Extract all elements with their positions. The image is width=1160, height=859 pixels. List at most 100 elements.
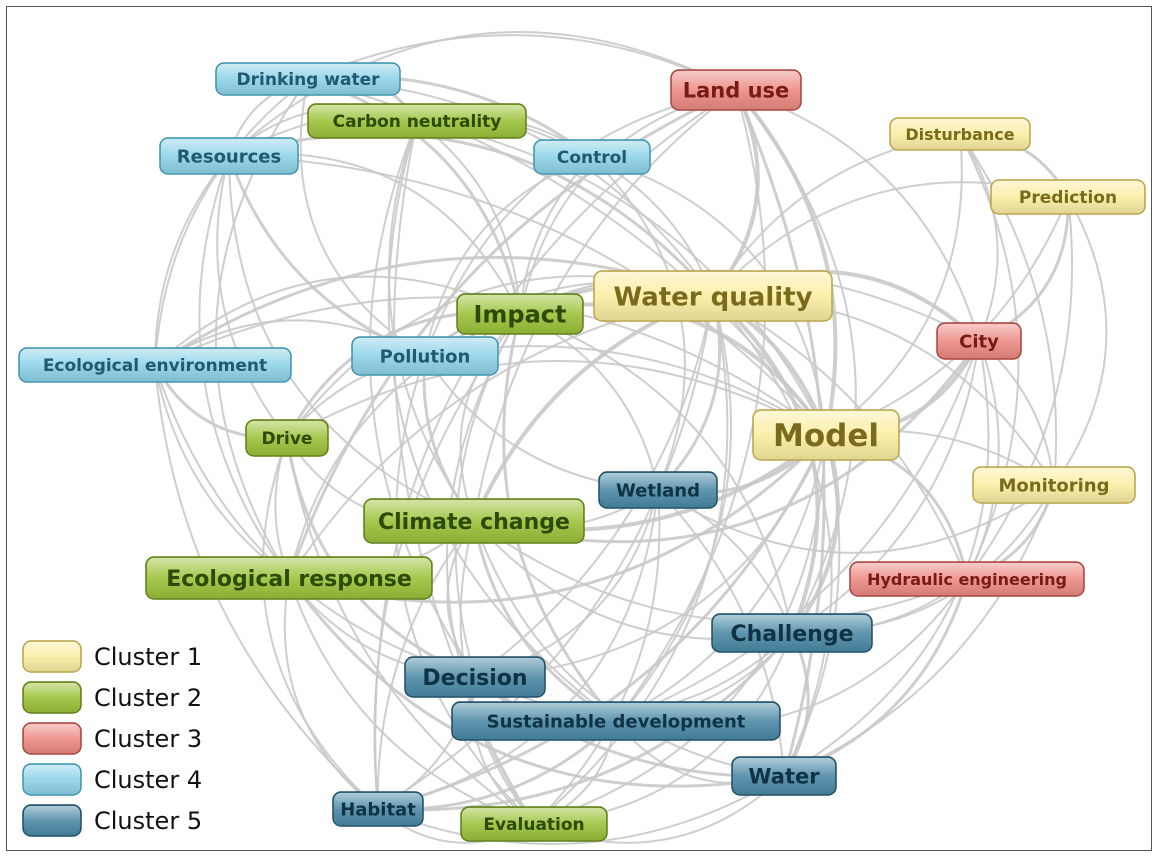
node-sustainable-development[interactable]: Sustainable development [451,701,781,741]
legend-item-cluster-1: Cluster 1 [22,640,202,673]
node-impact[interactable]: Impact [456,293,584,335]
edge-ecological-response-ecological-environment [154,364,290,579]
node-city[interactable]: City [936,322,1022,360]
edge-prediction-monitoring [1053,196,1108,486]
edge-drive-evaluation [286,437,535,825]
node-label: Drinking water [237,70,381,90]
edge-challenge-habitat [377,632,794,812]
edge-land-use-resources [228,31,737,157]
node-label: Drive [262,429,313,449]
edge-resources-ecological-environment [153,155,230,366]
edge-land-use-climate-change [473,89,737,522]
node-gloss [147,558,431,598]
edge-model-challenge [790,434,840,635]
node-ecological-response[interactable]: Ecological response [145,556,433,600]
edge-prediction-hydraulic-engineering [966,196,1073,580]
edge-wetland-habitat [377,489,659,810]
node-gloss [462,808,606,840]
node-gloss [353,338,497,374]
node-label: Hydraulic engineering [867,570,1067,589]
node-climate-change[interactable]: Climate change [363,498,585,544]
node-pollution[interactable]: Pollution [351,336,499,376]
node-gloss [754,411,898,459]
edge-land-use-ecological-response [287,88,737,579]
edge-monitoring-wetland [657,484,1055,554]
legend-swatch-gloss [24,765,80,794]
node-label: Impact [473,301,566,329]
legend-swatch-gloss [24,724,80,753]
node-ecological-environment[interactable]: Ecological environment [18,347,292,383]
node-gloss [595,272,831,320]
edge-climate-change-habitat [376,520,475,810]
node-gloss [161,139,297,173]
edge-water-quality-resources [228,132,715,298]
node-model[interactable]: Model [752,409,900,461]
node-challenge[interactable]: Challenge [711,613,873,653]
edge-water-habitat [377,775,785,845]
edge-pollution-evaluation [395,355,535,825]
node-label: Prediction [1019,188,1117,208]
node-label: Model [773,418,879,454]
node-gloss [992,181,1144,213]
node-gloss [851,563,1083,595]
edge-water-quality-evaluation [533,295,729,825]
edge-model-carbon-neutrality [416,120,827,436]
node-resources[interactable]: Resources [159,137,299,175]
edge-water-quality-habitat [377,295,714,810]
node-carbon-neutrality[interactable]: Carbon neutrality [307,103,527,139]
node-hydraulic-engineering[interactable]: Hydraulic engineering [849,561,1085,597]
node-disturbance[interactable]: Disturbance [889,117,1031,151]
node-label: Climate change [378,510,570,535]
node-water[interactable]: Water [731,756,837,796]
node-label: Evaluation [483,815,584,835]
node-water-quality[interactable]: Water quality [593,270,833,322]
node-habitat[interactable]: Habitat [332,791,424,827]
edge-model-drive [286,360,827,439]
node-drinking-water[interactable]: Drinking water [215,62,401,96]
node-label: Disturbance [905,125,1014,144]
node-label: Monitoring [999,475,1110,496]
node-label: Wetland [616,480,700,501]
legend-item-cluster-4: Cluster 4 [22,763,202,796]
node-evaluation[interactable]: Evaluation [460,806,608,842]
node-land-use[interactable]: Land use [670,69,802,111]
edge-ecological-response-habitat [283,577,379,810]
legend-label: Cluster 2 [94,684,202,712]
legend-label: Cluster 3 [94,725,202,753]
node-gloss [309,105,525,137]
node-control[interactable]: Control [533,139,651,175]
node-label: Habitat [340,799,416,820]
node-gloss [334,793,422,825]
edge-impact-challenge [519,313,793,634]
node-monitoring[interactable]: Monitoring [972,466,1136,504]
edge-climate-change-carbon-neutrality [388,120,475,522]
node-gloss [453,703,779,739]
edge-city-disturbance [959,133,999,342]
node-gloss [672,71,800,109]
node-gloss [217,64,399,94]
legend-item-cluster-2: Cluster 2 [22,681,202,714]
edge-carbon-neutrality-decision [368,120,476,678]
edge-impact-habitat [373,313,521,810]
edge-ecological-response-water [287,577,785,788]
legend-label: Cluster 4 [94,766,202,794]
node-gloss [247,421,327,455]
node-wetland[interactable]: Wetland [598,471,718,509]
edge-drive-habitat [261,437,379,810]
edge-drinking-water-ecological-environment [154,78,309,366]
node-decision[interactable]: Decision [404,656,546,698]
node-drive[interactable]: Drive [245,419,329,457]
node-gloss [20,349,290,381]
node-label: Water quality [613,282,812,312]
node-label: City [959,331,999,352]
legend-label: Cluster 5 [94,807,202,835]
edge-model-resources [228,155,827,436]
legend: Cluster 1 Cluster 2 Cluster 3 Cluster 4 Clus… [22,640,202,837]
node-label: Decision [422,666,527,691]
node-gloss [938,324,1020,358]
edge-water-quality-decision [474,295,714,678]
node-prediction[interactable]: Prediction [990,179,1146,215]
node-gloss [600,473,716,507]
